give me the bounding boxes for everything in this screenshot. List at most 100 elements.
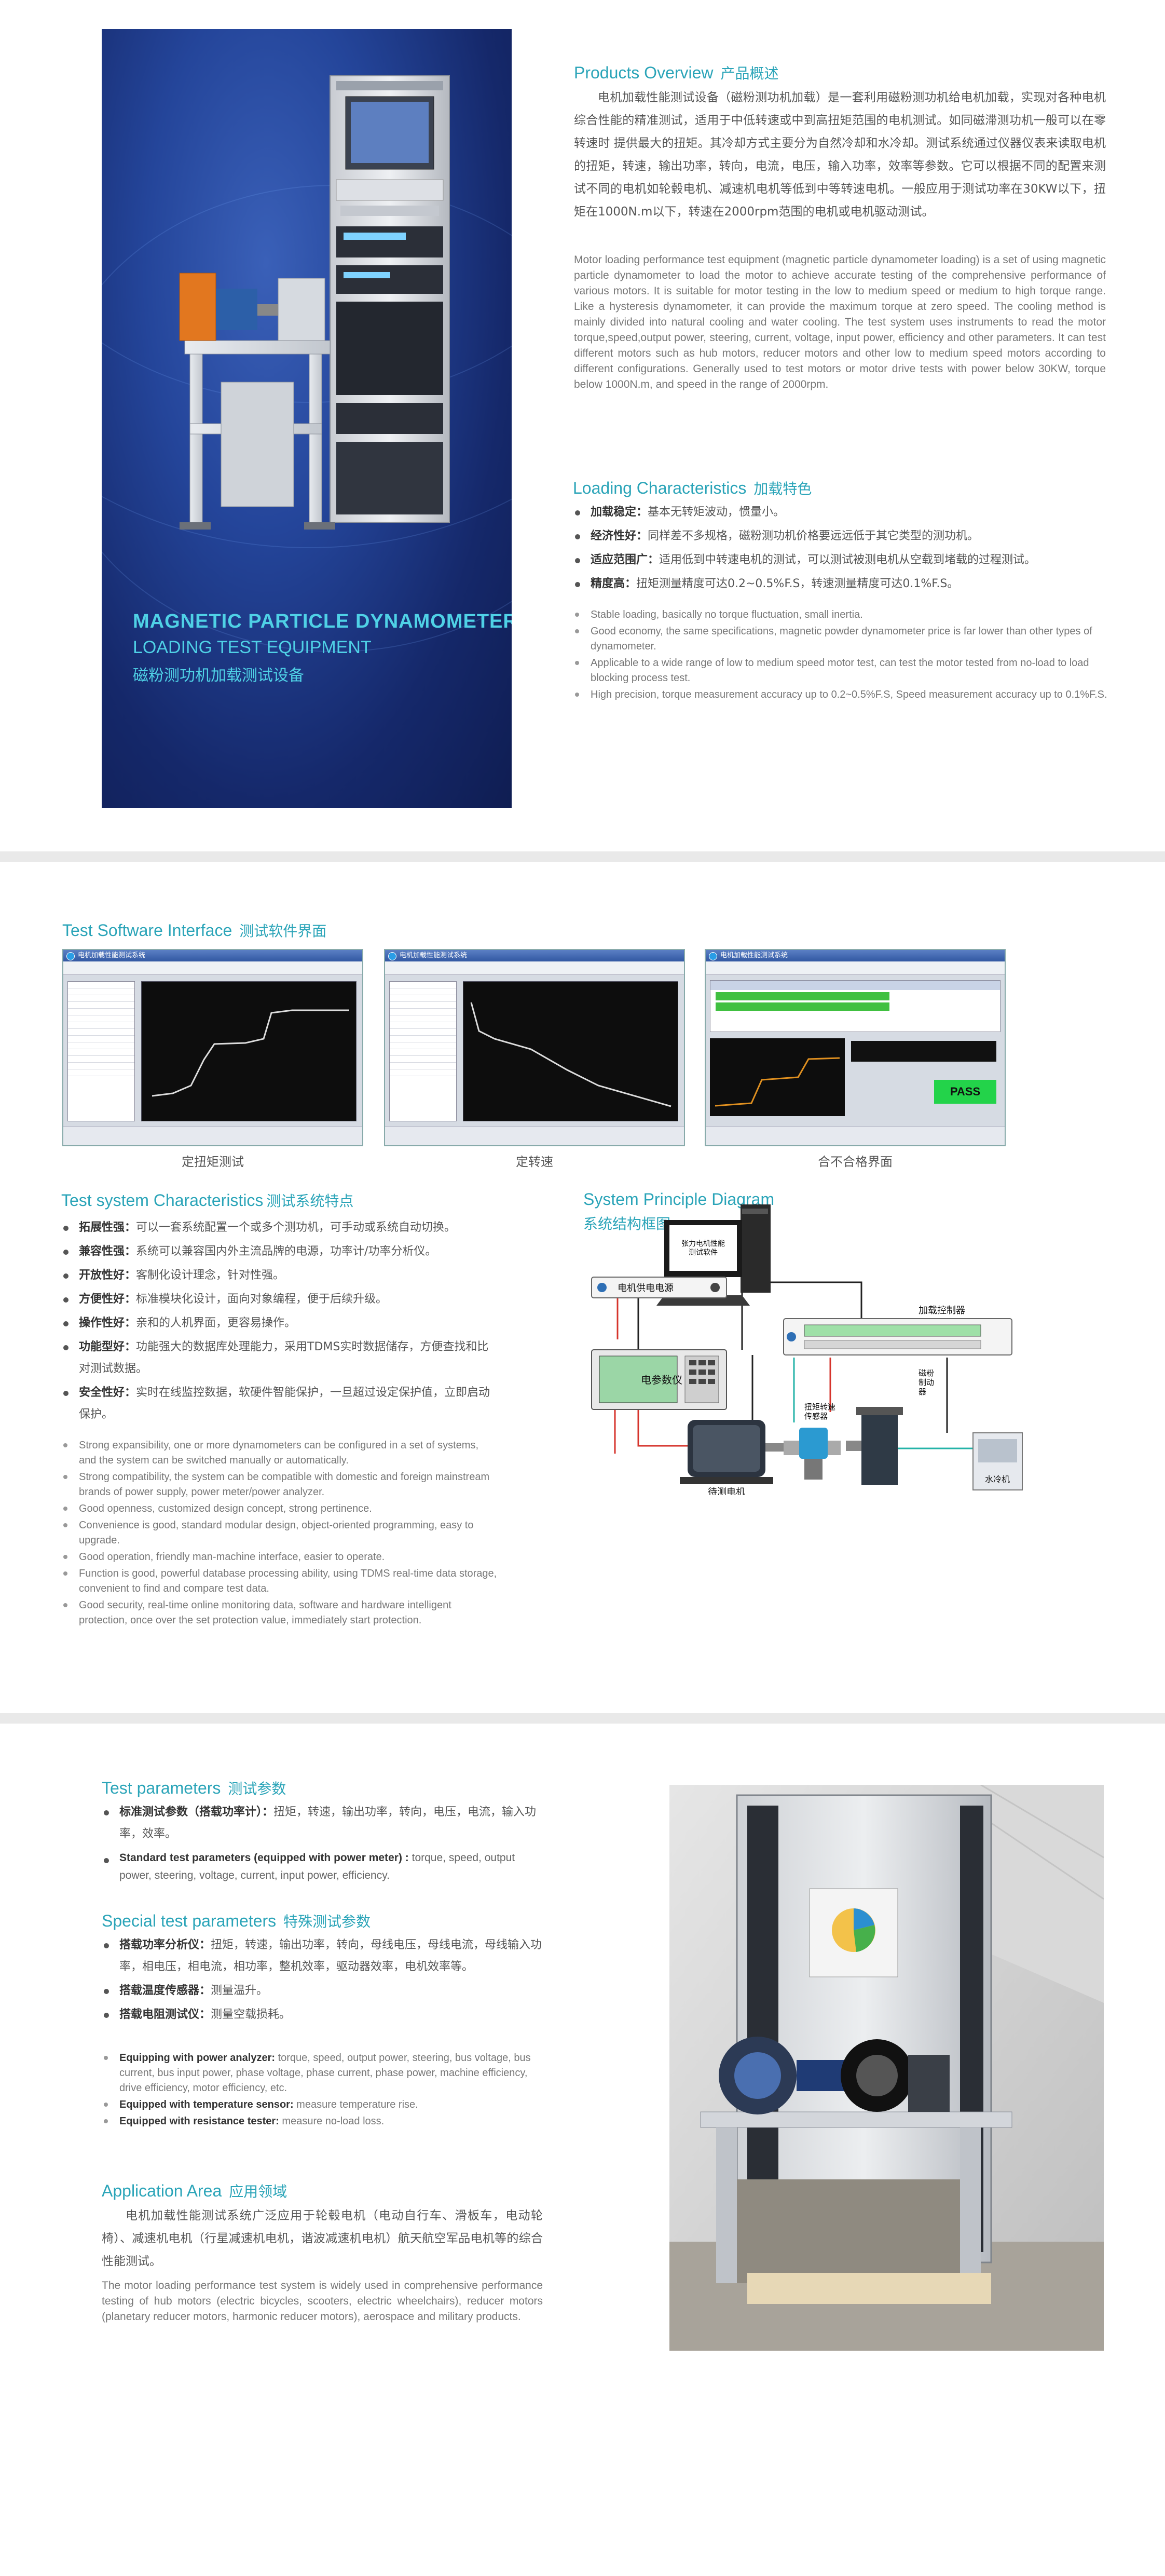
- power-analyzer-label: 电参数仪: [641, 1374, 682, 1386]
- page-product-overview: MAGNETIC PARTICLE DYNAMOMETER LOADING TE…: [0, 0, 1165, 851]
- overview-heading: Products Overview 产品概述: [574, 62, 779, 83]
- application-heading-cn: 应用领域: [229, 2183, 287, 2200]
- loading-heading: Loading Characteristics 加载特色: [573, 478, 812, 498]
- caption-constant-speed: 定转速: [516, 1155, 553, 1169]
- list-item: 方便性好：标准模块化设计，面向对象编程，便于后续升级。: [61, 1289, 497, 1310]
- list-item: 搭载温度传感器：测量温升。: [102, 1980, 543, 2002]
- equipment-photo: [669, 1785, 1104, 2351]
- software-screenshot-constant-speed: 电机加载性能测试系统: [384, 949, 685, 1146]
- list-item: Strong compatibility, the system can be …: [61, 1470, 497, 1500]
- principle-heading-cn: 系统结构框图: [583, 1216, 671, 1232]
- list-item: 开放性好：客制化设计理念，针对性强。: [61, 1265, 497, 1286]
- result-curve-plot: [710, 1038, 845, 1116]
- readout-panel: [851, 1041, 996, 1062]
- list-item: 拓展性强：可以一套系统配置一个或多个测功机，可手动或系统自动切换。: [61, 1217, 497, 1239]
- characteristics-heading-en: Test system Characteristics: [61, 1191, 264, 1210]
- list-item: 搭载功率分析仪：扭矩，转速，输出功率，转向，母线电压，母线电流，母线输入功率，相…: [102, 1934, 543, 1978]
- list-item: 经济性好：同样差不多规格，磁粉测功机价格要远远低于其它类型的测功机。: [573, 525, 1107, 547]
- list-item: Strong expansibility, one or more dynamo…: [61, 1438, 497, 1468]
- list-item: Standard test parameters (equipped with …: [102, 1849, 543, 1884]
- hero-title-cn: 磁粉测功机加载测试设备: [133, 667, 304, 685]
- characteristics-list-cn: 拓展性强：可以一套系统配置一个或多个测功机，可手动或系统自动切换。 兼容性强：系…: [61, 1217, 497, 1428]
- page-software-system: Test Software Interface 测试软件界面 电机加载性能测试系统…: [0, 862, 1165, 1713]
- list-item: Equipping with power analyzer: torque, s…: [102, 2051, 543, 2096]
- characteristics-heading-cn: 测试系统特点: [266, 1192, 354, 1210]
- list-item: Equipped with temperature sensor: measur…: [102, 2097, 543, 2112]
- special-params-heading-en: Special test parameters: [102, 1911, 277, 1930]
- window-title: 电机加载性能测试系统: [63, 950, 362, 961]
- readings-table: [389, 981, 457, 1121]
- software-heading-en: Test Software Interface: [62, 921, 232, 940]
- list-item: Good openness, customized design concept…: [61, 1501, 497, 1516]
- overview-text-en: Motor loading performance test equipment…: [574, 254, 1106, 390]
- list-item: Stable loading, basically no torque fluc…: [573, 607, 1107, 622]
- test-params-heading: Test parameters 测试参数: [102, 1778, 286, 1798]
- page-parameters-application: Test parameters 测试参数 标准测试参数（搭载功率计）：扭矩，转速，…: [0, 1724, 1165, 2576]
- application-text-cn: 电机加载性能测试系统广泛应用于轮毂电机（电动自行车、滑板车，电动轮椅）、减速机电…: [102, 2209, 543, 2268]
- curve-plot: [141, 981, 357, 1121]
- list-item: Applicable to a wide range of low to med…: [573, 656, 1107, 686]
- test-params-list: 标准测试参数（搭载功率计）：扭矩，转速，输出功率，转向，电压，电流，输入功率，效…: [102, 1801, 543, 1887]
- list-item: Good operation, friendly man-machine int…: [61, 1550, 497, 1565]
- brake-label: 磁粉制动器: [919, 1368, 934, 1397]
- application-heading: Application Area 应用领域: [102, 2180, 287, 2201]
- software-screenshot-constant-torque: 电机加载性能测试系统: [62, 949, 363, 1146]
- overview-heading-cn: 产品概述: [720, 65, 779, 82]
- special-params-heading: Special test parameters 特殊测试参数: [102, 1910, 371, 1931]
- list-item: High precision, torque measurement accur…: [573, 687, 1107, 702]
- special-params-heading-cn: 特殊测试参数: [283, 1913, 371, 1930]
- torque-speed-sensor: 扭矩转速传感器: [784, 1402, 841, 1480]
- caption-constant-torque: 定扭矩测试: [182, 1155, 244, 1169]
- overview-heading-en: Products Overview: [574, 63, 714, 82]
- hero-title: MAGNETIC PARTICLE DYNAMOMETER: [133, 611, 512, 632]
- hero-subtitle: LOADING TEST EQUIPMENT: [133, 638, 372, 657]
- loading-list-en: Stable loading, basically no torque fluc…: [573, 607, 1107, 704]
- window-title: 电机加载性能测试系统: [706, 950, 1005, 961]
- list-item: 加载稳定：基本无转矩波动，惯量小。: [573, 501, 1107, 523]
- list-item: 搭载电阻测试仪：测量空载损耗。: [102, 2004, 543, 2026]
- equipment-photo-illustration: [669, 1785, 1104, 2351]
- list-item: 精度高：扭矩测量精度可达0.2~0.5%F.S，转速测量精度可达0.1%F.S。: [573, 573, 1107, 595]
- list-item: 安全性好：实时在线监控数据，软硬件智能保护，一旦超过设定保护值，立即启动保护。: [61, 1382, 497, 1426]
- software-heading: Test Software Interface 测试软件界面: [62, 920, 326, 941]
- load-controller-label: 加载控制器: [919, 1305, 965, 1316]
- list-item: Good security, real-time online monitori…: [61, 1598, 497, 1628]
- list-item: Equipped with resistance tester: measure…: [102, 2114, 543, 2129]
- results-table: [710, 980, 1000, 1032]
- power-analyzer-box: 电参数仪: [591, 1349, 727, 1410]
- characteristics-list-en: Strong expansibility, one or more dynamo…: [61, 1438, 497, 1630]
- special-params-list-en: Equipping with power analyzer: torque, s…: [102, 2051, 543, 2131]
- caption-pass-fail: 合不合格界面: [818, 1155, 893, 1169]
- magnetic-powder-brake: 磁粉制动器: [846, 1368, 934, 1485]
- list-item: Function is good, powerful database proc…: [61, 1566, 497, 1596]
- computer-label: 张力电机性能测试软件: [681, 1240, 725, 1257]
- system-principle-diagram: 张力电机性能测试软件 电机供电电源 加载控制器 电参数仪: [591, 1204, 1023, 1495]
- list-item: 功能型好：功能强大的数据库处理能力，采用TDMS实时数据储存，方便查找和比对测试…: [61, 1336, 497, 1380]
- chiller-label: 水冷机: [985, 1474, 1010, 1484]
- test-params-heading-cn: 测试参数: [228, 1780, 286, 1797]
- window-title: 电机加载性能测试系统: [385, 950, 684, 961]
- hero-banner: MAGNETIC PARTICLE DYNAMOMETER LOADING TE…: [102, 29, 512, 808]
- list-item: Convenience is good, standard modular de…: [61, 1518, 497, 1548]
- load-controller-box: 加载控制器: [783, 1305, 1012, 1355]
- loading-list-cn: 加载稳定：基本无转矩波动，惯量小。 经济性好：同样差不多规格，磁粉测功机价格要远…: [573, 501, 1107, 597]
- loading-heading-cn: 加载特色: [753, 480, 812, 497]
- special-params-list-cn: 搭载功率分析仪：扭矩，转速，输出功率，转向，母线电压，母线电流，母线输入功率，相…: [102, 1934, 543, 2028]
- test-motor: 待测电机: [680, 1420, 786, 1495]
- computer-icon: 张力电机性能测试软件: [656, 1204, 771, 1306]
- power-supply-label: 电机供电电源: [618, 1283, 674, 1294]
- list-item: Good economy, the same specifications, m…: [573, 624, 1107, 654]
- water-chiller: 水冷机: [972, 1432, 1023, 1490]
- application-heading-en: Application Area: [102, 2181, 222, 2200]
- list-item: 适应范围广：适用低到中转速电机的测试，可以测试被测电机从空载到堵载的过程测试。: [573, 549, 1107, 571]
- list-item: 操作性好：亲和的人机界面，更容易操作。: [61, 1312, 497, 1334]
- software-heading-cn: 测试软件界面: [239, 923, 327, 940]
- power-supply-box: 电机供电电源: [591, 1277, 727, 1298]
- test-params-heading-en: Test parameters: [102, 1779, 221, 1797]
- sensor-label: 扭矩转速传感器: [804, 1402, 835, 1421]
- loading-heading-en: Loading Characteristics: [573, 479, 747, 497]
- software-screenshot-pass-fail: 电机加载性能测试系统 PASS: [705, 949, 1006, 1146]
- pass-indicator: PASS: [934, 1080, 996, 1104]
- list-item: 标准测试参数（搭载功率计）：扭矩，转速，输出功率，转向，电压，电流，输入功率，效…: [102, 1801, 543, 1845]
